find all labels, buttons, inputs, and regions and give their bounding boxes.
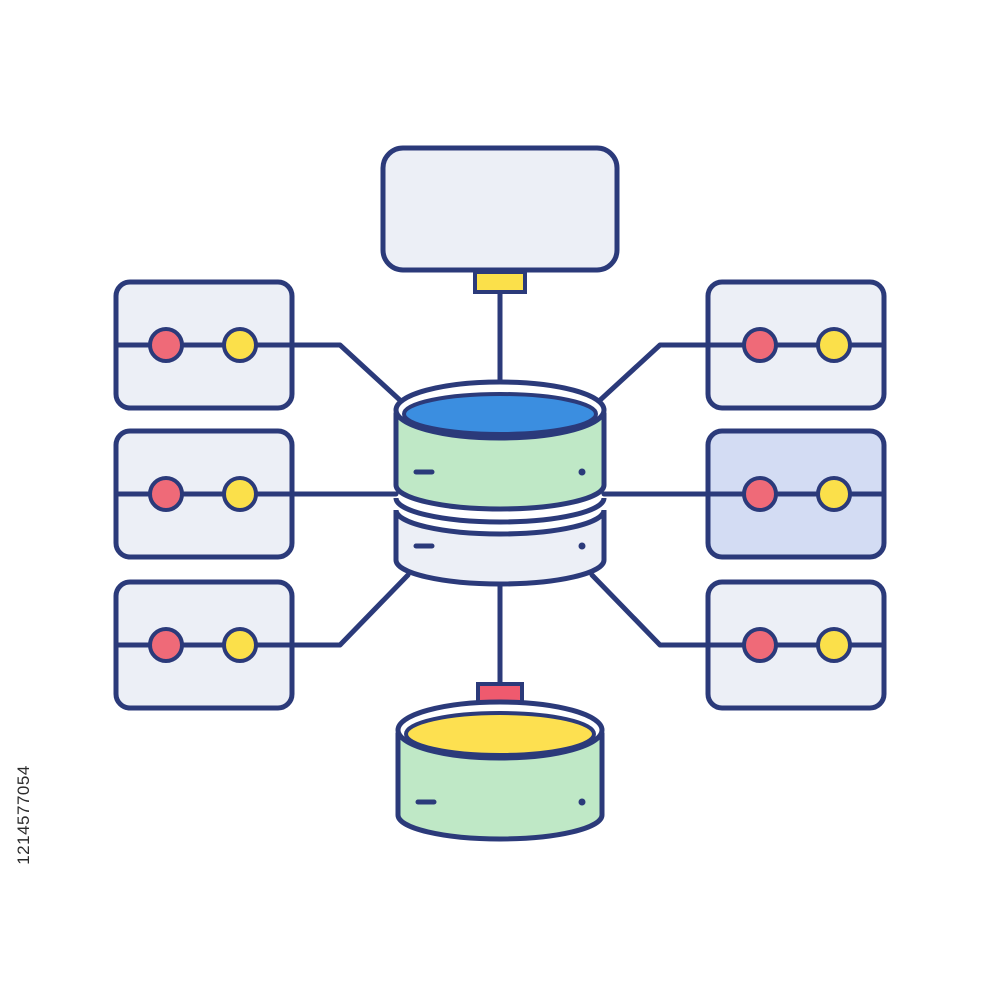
database-upper-band xyxy=(393,412,607,512)
connector-line-left-3 xyxy=(289,572,411,648)
connector-line-left-1 xyxy=(289,342,405,405)
right-node-group xyxy=(705,279,887,711)
database-stack-icon xyxy=(393,379,607,587)
database-top-surface xyxy=(402,392,598,436)
status-dot-yellow xyxy=(222,627,258,663)
status-dot-red xyxy=(742,327,778,363)
connector-line-right-1 xyxy=(595,342,711,405)
server-node-icon xyxy=(113,579,295,711)
database-icon xyxy=(395,732,605,842)
bottom-database-led xyxy=(578,798,586,806)
database-divider xyxy=(393,497,607,525)
stock-id-text: 1214577054 xyxy=(14,765,34,865)
left-node-group xyxy=(113,279,295,711)
status-dot-yellow xyxy=(816,476,852,512)
status-dot-yellow xyxy=(816,327,852,363)
server-node-icon xyxy=(113,279,295,411)
top-panel-connector xyxy=(473,270,527,294)
blank-window-icon xyxy=(380,145,620,273)
status-dot-red xyxy=(148,627,184,663)
bottom-database-top-surface xyxy=(404,711,596,757)
status-dot-red xyxy=(742,627,778,663)
connector-line-right-3 xyxy=(589,572,711,648)
database-led-upper xyxy=(578,468,586,476)
server-node-icon xyxy=(705,428,887,560)
bottom-database xyxy=(395,682,605,842)
status-dot-red xyxy=(148,327,184,363)
status-dot-yellow xyxy=(816,627,852,663)
status-dot-yellow xyxy=(222,476,258,512)
database-led-lower xyxy=(578,542,586,550)
top-panel xyxy=(380,145,620,294)
database-lower-band xyxy=(393,509,607,587)
server-node-icon xyxy=(705,279,887,411)
status-dot-red xyxy=(742,476,778,512)
status-dot-yellow xyxy=(222,327,258,363)
stock-id-watermark: 1214577054 xyxy=(4,760,44,870)
server-node-icon xyxy=(705,579,887,711)
server-node-icon xyxy=(113,428,295,560)
status-dot-red xyxy=(148,476,184,512)
